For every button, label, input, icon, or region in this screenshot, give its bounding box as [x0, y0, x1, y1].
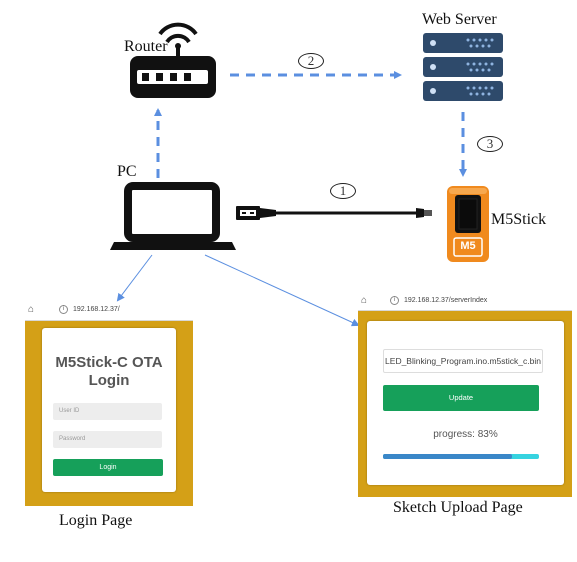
- info-icon: i: [59, 305, 68, 314]
- step-3-marker: 3: [477, 136, 503, 152]
- router-icon: [130, 22, 216, 98]
- usb-cable-icon: [236, 206, 432, 220]
- login-url-text[interactable]: 192.168.12.37/: [73, 306, 120, 313]
- password-field[interactable]: Password: [53, 431, 162, 448]
- pc-label: PC: [117, 163, 137, 180]
- login-page-screenshot: ⌂ i 192.168.12.37/ M5Stick-C OTA Login U…: [25, 302, 193, 506]
- upload-url-text[interactable]: 192.168.12.37/serverIndex: [404, 297, 488, 304]
- upload-url-bar[interactable]: ⌂ i 192.168.12.37/serverIndex: [358, 293, 572, 311]
- upload-card: LED_Blinking_Program.ino.m5stick_c.bin U…: [367, 321, 564, 485]
- login-page-caption: Login Page: [59, 512, 133, 529]
- laptop-icon: [110, 182, 236, 250]
- info-icon: i: [390, 296, 399, 305]
- progress-fill: [383, 454, 513, 459]
- login-button[interactable]: Login: [53, 459, 163, 476]
- login-title-line2: Login: [88, 372, 130, 389]
- pc-to-upload-arrow: [204, 254, 360, 327]
- router-label: Router: [124, 38, 168, 55]
- progress-track: [383, 454, 539, 459]
- m5stick-label: M5Stick: [491, 211, 547, 228]
- server-icon: [423, 33, 503, 101]
- m5stick-badge: M5: [460, 240, 476, 252]
- upload-page-screenshot: ⌂ i 192.168.12.37/serverIndex LED_Blinki…: [358, 293, 572, 497]
- m5stick-device-icon: [447, 186, 489, 262]
- web-server-label: Web Server: [422, 11, 497, 28]
- file-name-field[interactable]: LED_Blinking_Program.ino.m5stick_c.bin: [383, 349, 543, 373]
- home-icon[interactable]: ⌂: [28, 304, 35, 315]
- step-2-marker: 2: [298, 53, 324, 69]
- login-card: M5Stick-C OTA Login User ID Password Log…: [42, 328, 176, 492]
- upload-page-caption: Sketch Upload Page: [393, 499, 523, 516]
- progress-text: progress: 83%: [433, 429, 498, 440]
- pc-to-login-arrow: [116, 254, 153, 302]
- home-icon[interactable]: ⌂: [361, 295, 368, 306]
- login-url-bar[interactable]: ⌂ i 192.168.12.37/: [25, 302, 193, 321]
- update-button[interactable]: Update: [383, 385, 539, 411]
- user-id-field[interactable]: User ID: [53, 403, 162, 420]
- login-title-line1: M5Stick-C OTA: [55, 354, 163, 371]
- step-1-marker: 1: [330, 183, 356, 199]
